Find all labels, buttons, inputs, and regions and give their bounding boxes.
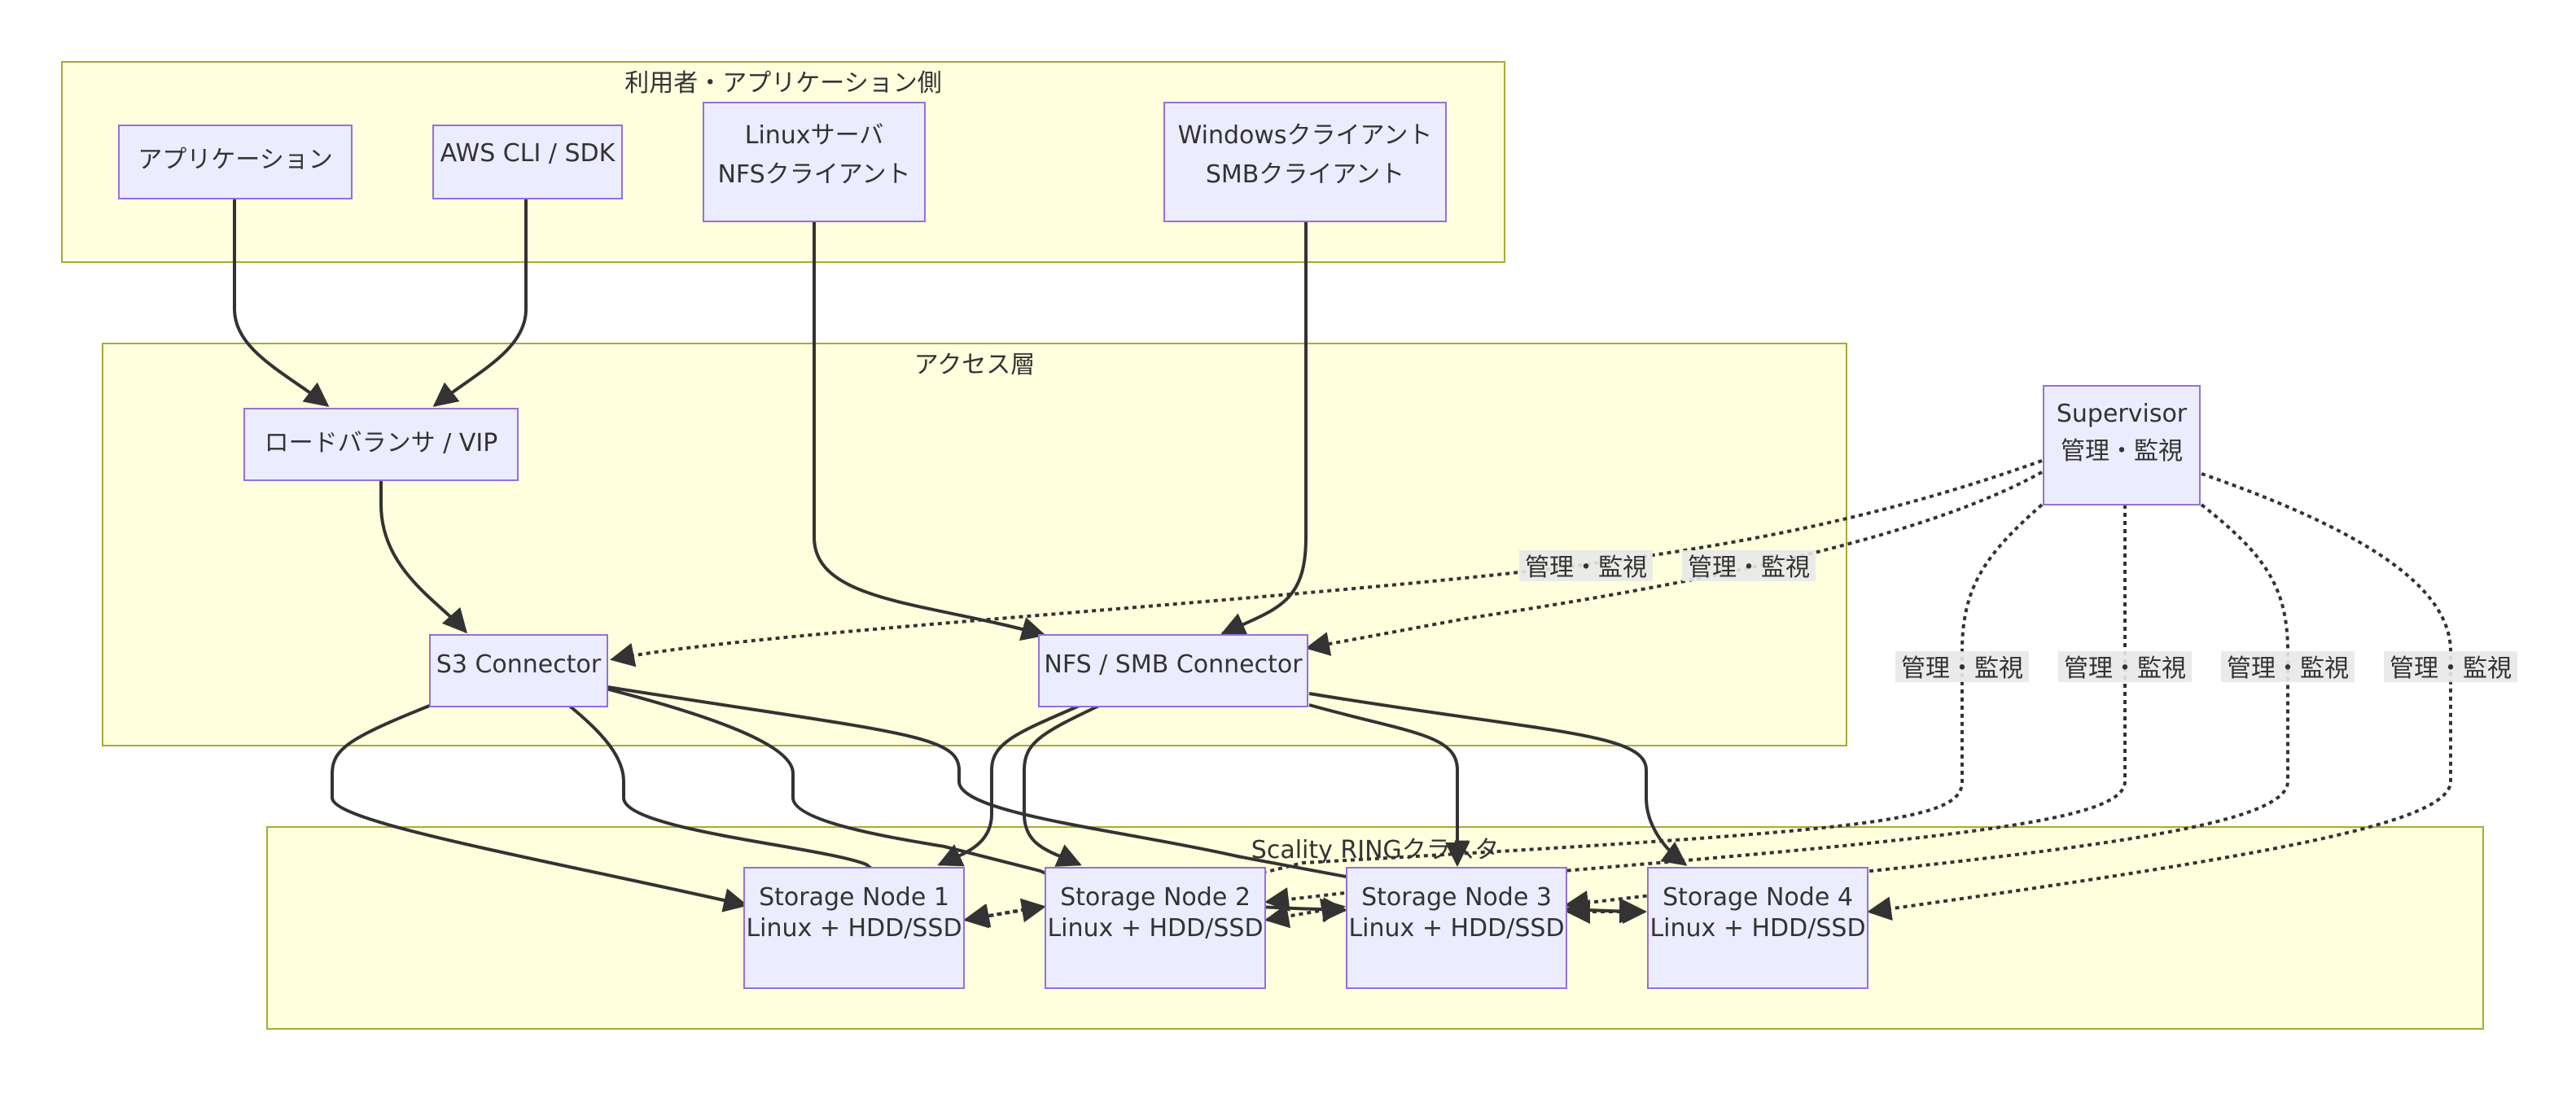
node-s3-connector: S3 Connector <box>429 634 608 707</box>
edge-label-sup-sn3: 管理・監視 <box>2221 651 2355 683</box>
svg-text:管理・監視: 管理・監視 <box>1901 654 2023 683</box>
node-windows-client: Windowsクライアント SMBクライアント <box>1163 102 1447 222</box>
svg-text:S3 Connector: S3 Connector <box>436 650 602 679</box>
edge-label-sup-nfs: 管理・監視 <box>1682 550 1816 582</box>
svg-text:Storage Node 2: Storage Node 2 <box>1060 883 1251 912</box>
node-nfs-smb-connector: NFS / SMB Connector <box>1038 634 1308 707</box>
group-users-title: 利用者・アプリケーション側 <box>624 69 941 98</box>
edge-cli-lb <box>432 199 528 407</box>
edge-nfs-sn2 <box>1023 703 1102 867</box>
svg-text:SMBクライアント: SMBクライアント <box>1206 160 1404 189</box>
svg-text:Linux + HDD/SSD: Linux + HDD/SSD <box>1649 914 1865 943</box>
svg-text:Linux + HDD/SSD: Linux + HDD/SSD <box>1348 914 1564 943</box>
svg-text:NFS / SMB Connector: NFS / SMB Connector <box>1044 650 1303 679</box>
svg-text:Storage Node 3: Storage Node 3 <box>1361 883 1552 912</box>
svg-text:AWS CLI / SDK: AWS CLI / SDK <box>440 139 616 168</box>
edge-sup-sn1 <box>965 503 2044 928</box>
svg-text:Storage Node 4: Storage Node 4 <box>1663 883 1853 912</box>
edge-label-sup-sn4: 管理・監視 <box>2384 651 2517 683</box>
group-ring-title: Scality RINGクラスタ <box>1251 836 1499 864</box>
edge-nfs-sn1 <box>937 703 1082 867</box>
edge-sup-nfs <box>1305 470 2043 656</box>
svg-text:NFSクライアント: NFSクライアント <box>717 160 910 189</box>
svg-text:管理・監視: 管理・監視 <box>2227 654 2349 683</box>
svg-text:ロードバランサ / VIP: ロードバランサ / VIP <box>265 429 498 457</box>
svg-text:Storage Node 1: Storage Node 1 <box>759 883 949 912</box>
svg-text:アプリケーション: アプリケーション <box>138 146 332 174</box>
node-storage-2: Storage Node 2 Linux + HDD/SSD <box>1045 867 1266 989</box>
edge-sup-sn3 <box>1564 503 2289 915</box>
edge-sup-sn4 <box>1867 472 2452 921</box>
node-storage-1: Storage Node 1 Linux + HDD/SSD <box>743 867 965 989</box>
edge-app-lb <box>233 199 330 407</box>
group-access: アクセス層 <box>102 343 1847 746</box>
svg-text:管理・監視: 管理・監視 <box>2390 654 2512 683</box>
edge-sn1-sn2 <box>963 898 1046 929</box>
node-application: アプリケーション <box>118 125 353 199</box>
svg-text:管理・監視: 管理・監視 <box>1525 554 1647 582</box>
edge-lb-s3 <box>379 480 467 634</box>
svg-text:Windowsクライアント: Windowsクライアント <box>1178 121 1433 150</box>
svg-text:Supervisor: Supervisor <box>2057 400 2188 428</box>
node-load-balancer: ロードバランサ / VIP <box>243 408 519 481</box>
group-access-title: アクセス層 <box>914 351 1036 379</box>
edge-s3-sn2 <box>567 703 908 897</box>
edge-label-sup-sn2: 管理・監視 <box>2058 651 2192 683</box>
node-aws-cli: AWS CLI / SDK <box>432 125 623 199</box>
svg-text:Linux + HDD/SSD: Linux + HDD/SSD <box>1047 914 1263 943</box>
node-storage-3: Storage Node 3 Linux + HDD/SSD <box>1346 867 1567 989</box>
edge-s3-sn1 <box>331 703 748 912</box>
node-supervisor: Supervisor 管理・監視 <box>2043 385 2201 505</box>
svg-text:Linux + HDD/SSD: Linux + HDD/SSD <box>746 914 962 943</box>
edge-windows-nfs <box>1220 221 1308 636</box>
edge-sup-sn2 <box>1264 505 2127 912</box>
edge-label-sup-sn1: 管理・監視 <box>1895 651 2029 683</box>
svg-text:管理・監視: 管理・監視 <box>1688 554 1810 582</box>
node-storage-4: Storage Node 4 Linux + HDD/SSD <box>1647 867 1868 989</box>
svg-text:管理・監視: 管理・監視 <box>2061 437 2183 466</box>
edge-nfs-sn4 <box>1308 692 1688 866</box>
edge-label-sup-s3: 管理・監視 <box>1519 550 1653 582</box>
node-linux-server: Linuxサーバ NFSクライアント <box>703 102 926 222</box>
svg-text:Linuxサーバ: Linuxサーバ <box>745 121 884 150</box>
edge-linux-nfs <box>813 221 1046 641</box>
svg-text:管理・監視: 管理・監視 <box>2064 654 2186 683</box>
edge-nfs-sn3 <box>1308 703 1470 867</box>
